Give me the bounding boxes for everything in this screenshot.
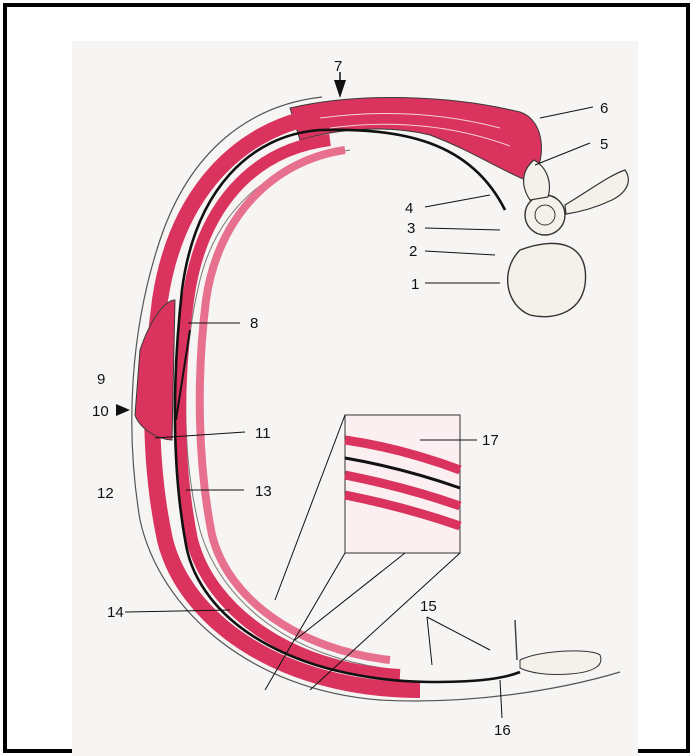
label-5: 5: [600, 136, 608, 153]
label-16: 16: [494, 722, 511, 739]
anterior-vessel: [515, 620, 517, 660]
label-12: 12: [97, 485, 114, 502]
muscle-band-outer: [152, 120, 420, 690]
label-1: 1: [411, 276, 419, 293]
inset-callout-line-a: [275, 415, 345, 600]
transverse-process: [565, 170, 628, 214]
label-8: 8: [250, 315, 258, 332]
label-11: 11: [255, 425, 271, 442]
arrow-7-icon: [334, 80, 346, 98]
inset-callout-line-c: [295, 553, 405, 640]
label-9: 9: [97, 371, 105, 388]
label-15: 15: [420, 598, 437, 615]
label-14: 14: [107, 604, 124, 621]
label-13: 13: [255, 483, 272, 500]
muscle-band-middle: [180, 140, 400, 675]
sternum-cartilage: [520, 651, 601, 675]
label-6: 6: [600, 100, 608, 117]
lateral-muscle-wedge: [135, 300, 175, 440]
label-3: 3: [407, 220, 415, 237]
label-10: 10: [92, 403, 109, 420]
label-17: 17: [482, 432, 499, 449]
label-2: 2: [409, 243, 417, 260]
label-7: 7: [334, 58, 342, 75]
vertebral-body: [508, 243, 586, 316]
label-4: 4: [405, 200, 413, 217]
muscle-band-inner: [200, 150, 390, 660]
spinal-canal: [525, 195, 565, 235]
arrow-10-icon: [116, 404, 130, 416]
